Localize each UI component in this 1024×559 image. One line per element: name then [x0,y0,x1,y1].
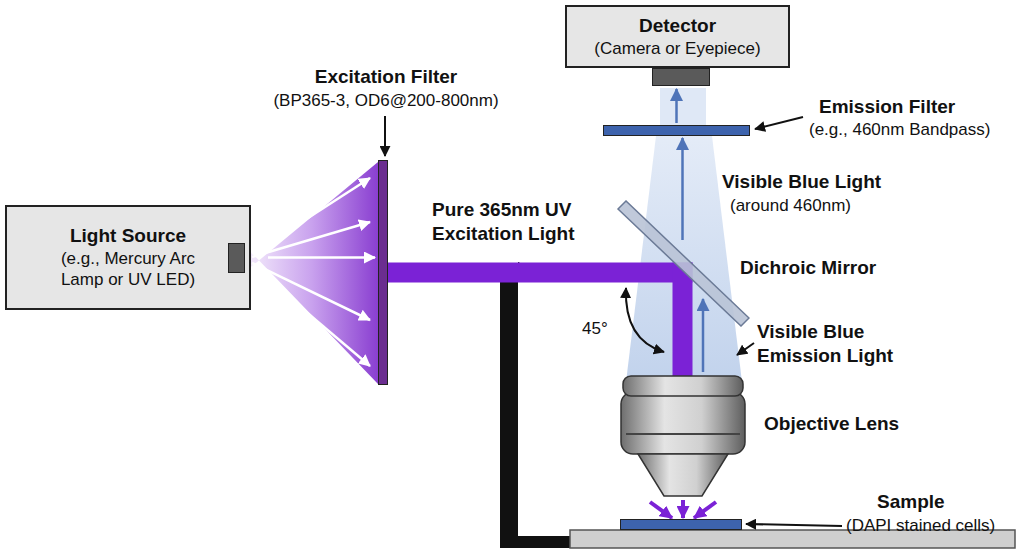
light-ray [268,256,375,259]
excitation-beam [388,263,693,283]
excitation-filter: Excitation Filter(BP365-3, OD6@200-800nm… [378,160,388,385]
sample-slide: Sample(DAPI stained cells) [620,519,742,530]
focus-ray [681,500,685,518]
excitation-beam [673,263,693,377]
node-title: Excitation Filter [286,65,486,89]
light-ray [252,222,370,257]
emission-beam [660,88,706,125]
angle-arc [626,288,664,352]
node-subtitle: (Camera or Eyepiece) [594,38,760,59]
emission-ray [702,299,705,372]
objective-lens-shape [620,372,746,500]
node-subtitle: (e.g., 460nm Bandpass) [809,119,1019,140]
beam-label: Visible Blue Emission Light [757,320,922,368]
node-subtitle: (DAPI stained cells) [846,515,1022,536]
lens-nose [638,454,728,496]
light-ray [252,263,370,320]
mirror-plate [618,201,749,326]
focus-ray [694,502,716,518]
leader-arrow [746,524,842,526]
objective-lens: Objective Lens [620,372,746,500]
lens-body [621,392,745,454]
beam-label: 45° [582,318,622,339]
lens-rim [623,376,743,396]
lens-band [626,433,740,435]
microscope-stand [500,262,575,548]
beam-label: (around 460nm) [730,195,910,216]
beam-label: Visible Blue Light [722,170,922,194]
node-title: Detector [639,14,716,38]
light-ray [252,266,370,366]
node-title: Sample [877,490,987,514]
leader-arrow [755,117,803,129]
emission-ray [681,138,684,240]
node-subtitle: (e.g., Mercury Arc Lamp or UV LED) [42,248,214,291]
beam-label: Pure 365nm UV Excitation Light [432,198,632,246]
dichroic-mirror-shape [615,200,750,327]
detector-box: Detector(Camera or Eyepiece) [565,5,790,68]
node-title: Dichroic Mirror [740,256,915,280]
node-title: Objective Lens [764,412,939,436]
housing-port [652,68,710,86]
leader-arrow [384,116,386,156]
node-title: Emission Filter [819,95,1019,119]
node-title: Light Source [70,224,186,248]
light-ray [252,178,370,254]
leader-arrow [737,343,754,355]
focus-ray [650,502,672,518]
light-fan [245,162,378,384]
emission-filter: Emission Filter(e.g., 460nm Bandpass) [603,125,750,136]
node-subtitle: (BP365-3, OD6@200-800nm) [241,90,531,111]
emission-ray [675,89,678,123]
light-source-box: Light Source(e.g., Mercury Arc Lamp or U… [5,205,251,310]
housing-port [228,243,245,273]
dichroic-mirror: Dichroic Mirror [615,200,750,327]
